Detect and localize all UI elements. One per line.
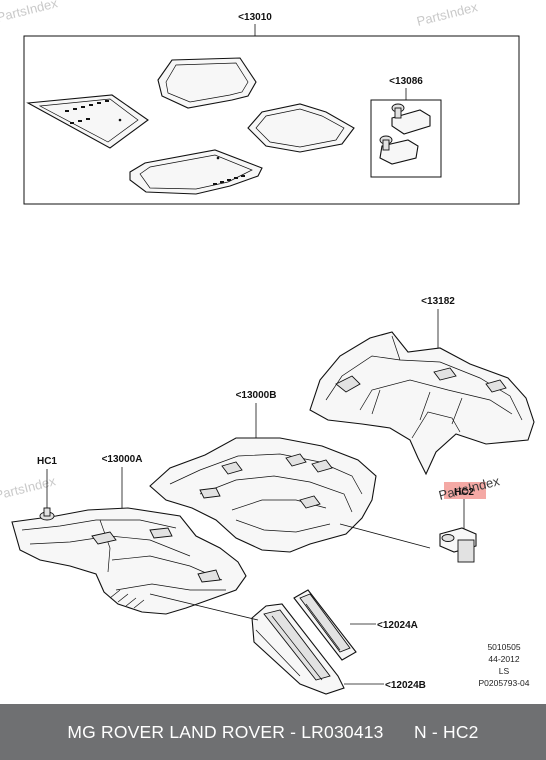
- label-13086: <13086: [389, 76, 423, 87]
- insert-a[interactable]: <12024A: [293, 589, 418, 661]
- code-line-3: LS: [499, 666, 510, 676]
- clip-lower: [379, 135, 419, 165]
- watermark-mid-left: PartsIndex: [0, 473, 58, 503]
- mat-rear-left: [129, 149, 263, 195]
- footer-brand: MG ROVER LAND ROVER - LR030413: [67, 721, 384, 742]
- watermark-top-left: PartsIndex: [0, 0, 60, 25]
- label-12024a: <12024A: [377, 620, 418, 631]
- label-hc2: HC2: [454, 487, 474, 498]
- footer-bar: MG ROVER LAND ROVER - LR030413 N - HC2: [0, 704, 546, 760]
- center-to-hc2-leader: [339, 523, 431, 549]
- code-line-4: P0205793-04: [478, 678, 529, 688]
- hc2-clip: [439, 527, 477, 563]
- front-carpet[interactable]: <13000A: [11, 454, 247, 615]
- insert-b[interactable]: <12024B: [251, 603, 426, 695]
- label-12024b: <12024B: [385, 680, 426, 691]
- front-to-insert-leader: [149, 593, 259, 621]
- code-line-1: 5010505: [487, 642, 520, 652]
- label-13010: <13010: [238, 12, 272, 23]
- front-carpet-body: [11, 507, 247, 615]
- rear-carpet-body: [309, 331, 535, 476]
- mat-rear-right: [247, 103, 355, 153]
- label-hc1: HC1: [37, 456, 57, 467]
- clip-set[interactable]: <13086: [370, 76, 442, 178]
- center-carpet[interactable]: <13000B: [149, 390, 377, 553]
- mat-front-left: [26, 94, 149, 149]
- code-line-2: 44-2012: [488, 654, 519, 664]
- hc2-highlight: [444, 482, 486, 499]
- mat-front-right: [157, 57, 257, 109]
- label-13000a: <13000A: [102, 454, 143, 465]
- clip-upper: [391, 103, 431, 135]
- footer-ref: N - HC2: [414, 721, 479, 742]
- watermark-top-right: PartsIndex: [415, 0, 479, 29]
- parts-diagram: PartsIndex PartsIndex PartsIndex <13010: [0, 0, 535, 695]
- kit-frame: [23, 35, 520, 205]
- label-13182: <13182: [421, 296, 455, 307]
- floor-mat-kit[interactable]: <13010: [23, 12, 520, 205]
- reference-codes: 5010505 44-2012 LS P0205793-04: [478, 642, 529, 688]
- hc2-fastener[interactable]: PartsIndex HC2: [437, 473, 502, 563]
- rear-carpet[interactable]: <13182: [309, 296, 535, 476]
- label-13000b: <13000B: [236, 390, 277, 401]
- hc1-fastener[interactable]: HC1: [37, 456, 57, 521]
